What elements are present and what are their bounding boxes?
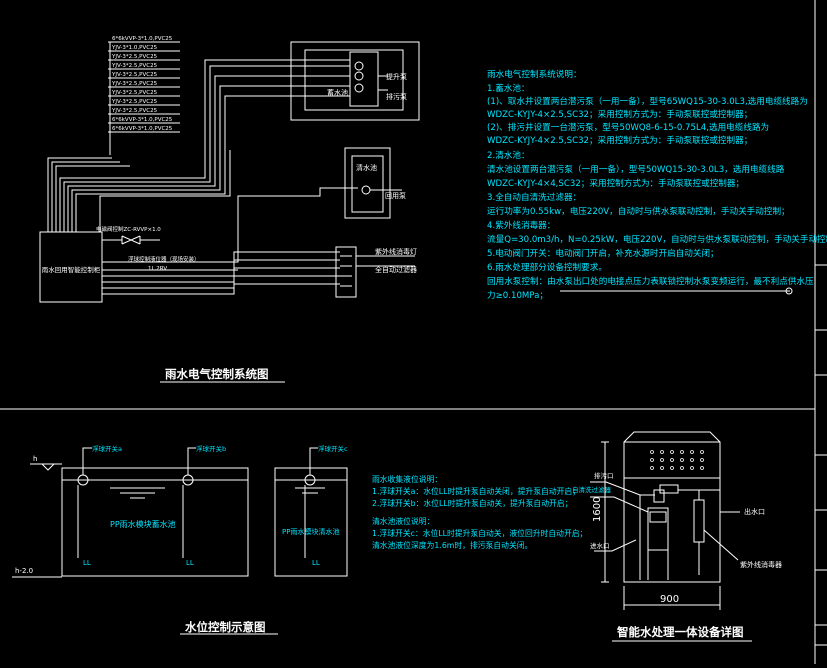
reuse-pump-icon bbox=[361, 185, 371, 195]
pump-symbol-icon bbox=[354, 71, 364, 81]
electrical-control-diagram: 6*6kVVP-3*1.0,PVC25 YJV-3*1.0,PVC25 YJV-… bbox=[39, 36, 420, 383]
equipment-detail: 排污口 自清洗过滤器 进水口 出水口 紫外线消毒器 1600 900 智能水处理… bbox=[572, 431, 782, 642]
filter-unit bbox=[647, 507, 669, 551]
level-top-label: h bbox=[33, 455, 37, 463]
notes-line: (2)、排污井设置一台潜污泵，型号50WQ8-6-15-0.75L4,选用电缆线… bbox=[487, 121, 769, 133]
valve-note: 浮球控制液位器（现场安装） bbox=[128, 255, 200, 263]
notes-line: 回用水泵控制：由水泵出口处的电接点压力表联锁控制水泵变频运行，最不利点供水压 bbox=[487, 275, 814, 287]
cable-label: YJV-3*2.5,PVC25 bbox=[111, 72, 158, 78]
equipment-cabinet bbox=[623, 441, 721, 583]
controller-label: 雨水回用智能控制柜 bbox=[42, 265, 101, 274]
inlet-label: 进水口 bbox=[590, 541, 610, 550]
float-switch-a-label: 浮球开关a bbox=[92, 444, 122, 453]
water-note: 1.浮球开关a：水位LL时提升泵自动关闭，提升泵自动开启； bbox=[372, 486, 580, 496]
water-note: 清水池液位深度为1.6m时，排污泵自动关闭。 bbox=[372, 540, 532, 550]
clear-pool-label: 清水池 bbox=[356, 163, 377, 172]
cable-label: 6*6kVVP-3*1.0,PVC25 bbox=[112, 36, 173, 42]
uv-lamp-label: 紫外线消毒灯 bbox=[375, 247, 417, 256]
water-note: 2.浮球开关b：水位LL时提升泵自动关，提升泵自动开启； bbox=[372, 498, 572, 508]
cable-label: YJV-3*2.5,PVC25 bbox=[111, 63, 158, 69]
vent-holes bbox=[650, 450, 704, 470]
notes-line: 2.清水池： bbox=[487, 149, 530, 161]
notes-line: (1)、取水井设置两台潜污泵（一用一备），型号65WQ15-30-3.0L3,选… bbox=[487, 95, 808, 107]
notes-line: 力≥0.10MPa； bbox=[487, 289, 548, 301]
float-switch-c-label: 浮球开关c bbox=[318, 444, 348, 453]
drain-label: 排污口 bbox=[594, 471, 614, 480]
notes-title: 雨水电气控制系统说明： bbox=[487, 68, 582, 80]
smart-controller-box bbox=[39, 231, 103, 303]
height-dimension: 1600 bbox=[592, 497, 603, 522]
notes-line: WDZC-KYJY-4×2.5,SC32；采用控制方式为：手动泵联控或控制器； bbox=[487, 108, 752, 120]
valve-note-2: 1L.2RV bbox=[148, 266, 167, 272]
water-note: 清水池液位说明： bbox=[372, 516, 434, 526]
clear-module-pool bbox=[274, 467, 348, 577]
water-level-title: 水位控制示意图 bbox=[185, 620, 266, 634]
cable-label: YJV-3*1.0,PVC25 bbox=[111, 45, 158, 51]
pump-symbol-icon bbox=[354, 83, 364, 93]
clear-module-label: PP雨水模块清水池 bbox=[282, 527, 339, 536]
clear-pool-inner bbox=[351, 155, 384, 213]
pump-symbol-icon bbox=[354, 61, 364, 71]
valve-label: 电磁阀控制ZC-RVVP×1.0 bbox=[96, 225, 161, 233]
lift-pump-label: 提升泵 bbox=[386, 72, 407, 81]
electrical-notes: 雨水电气控制系统说明： 1.蓄水池： (1)、取水井设置两台潜污泵（一用一备），… bbox=[487, 68, 827, 301]
notes-line: 5.电动阀门开关：电动阀门开启，补充水源时开启自动关闭； bbox=[487, 247, 719, 259]
cable-label: YJV-3*2.5,PVC25 bbox=[111, 108, 158, 114]
storage-pool-outer bbox=[290, 41, 420, 121]
water-note: 1.浮球开关c：水位LL时提升泵自动关，液位回升时自动开启； bbox=[372, 528, 587, 538]
cable-label: YJV-3*2.5,PVC25 bbox=[111, 54, 158, 60]
uv-disinfector-label: 紫外线消毒器 bbox=[740, 560, 782, 569]
water-level-diagram: h h-2.0 浮球开关a 浮球开关b PP雨水模块蓄水池 LL LL 浮球开关… bbox=[12, 444, 348, 635]
storage-pool-label: 蓄水池 bbox=[327, 88, 348, 97]
terminal-box bbox=[335, 246, 357, 298]
electrical-diagram-title: 雨水电气控制系统图 bbox=[165, 367, 269, 381]
notes-line: 清水池设置两台潜污泵（一用一备），型号50WQ15-30-3.0L3，选用电缆线… bbox=[487, 163, 785, 175]
equipment-title: 智能水处理一体设备详图 bbox=[617, 625, 744, 639]
auto-filter-label: 全自动过滤器 bbox=[375, 265, 417, 274]
storage-pool-inner bbox=[304, 49, 404, 111]
valve-icon bbox=[121, 235, 141, 245]
self-clean-filter-label: 自清洗过滤器 bbox=[572, 485, 612, 494]
uv-unit bbox=[693, 499, 705, 543]
water-note: 雨水收集液位说明： bbox=[372, 474, 442, 484]
storage-module-label: PP雨水模块蓄水池 bbox=[110, 519, 176, 529]
float-switch-b-label: 浮球开关b bbox=[196, 444, 226, 453]
ll-label: LL bbox=[186, 559, 194, 567]
notes-line: 3.全自动自清洗过滤器： bbox=[487, 191, 581, 203]
clear-pool-outer bbox=[344, 147, 391, 219]
notes-line: 运行功率为0.55kw，电压220V，自动时与供水泵联动控制，手动关手动控制； bbox=[487, 205, 790, 217]
outlet-label: 出水口 bbox=[744, 507, 765, 516]
notes-line: 流量Q=30.0m3/h，N=0.25kW，电压220V，自动时与供水泵联动控制… bbox=[487, 233, 827, 245]
notes-line: 1.蓄水池： bbox=[487, 82, 530, 94]
ll-label: LL bbox=[312, 559, 320, 567]
notes-line: WDZC-KYJY-4×2.5,SC32；采用控制方式为：手动泵联控或控制器； bbox=[487, 134, 752, 146]
level-bottom-label: h-2.0 bbox=[15, 567, 33, 575]
cable-label: 6*6kVVP-3*1.0,PVC25 bbox=[112, 117, 173, 123]
notes-line: 4.紫外线消毒器： bbox=[487, 219, 555, 231]
cable-label-list: 6*6kVVP-3*1.0,PVC25 YJV-3*1.0,PVC25 YJV-… bbox=[111, 36, 173, 132]
water-level-notes: 雨水收集液位说明： 1.浮球开关a：水位LL时提升泵自动关闭，提升泵自动开启； … bbox=[372, 474, 587, 550]
storage-module-pool bbox=[61, 467, 249, 577]
notes-line: 6.雨水处理部分设备控制要求。 bbox=[487, 261, 607, 273]
reuse-pump-label: 回用泵 bbox=[385, 192, 406, 200]
cable-label: 6*6kVVP-3*1.0,PVC25 bbox=[112, 126, 173, 132]
sewage-pump-label: 排污泵 bbox=[386, 92, 407, 101]
width-dimension: 900 bbox=[660, 594, 679, 605]
pump-chamber bbox=[349, 51, 379, 107]
ll-label: LL bbox=[83, 559, 91, 567]
notes-line: WDZC-KYJY-4×4,SC32；采用控制方式为：手动泵联控或控制器； bbox=[487, 177, 744, 189]
cable-label: YJV-3*2.5,PVC25 bbox=[111, 99, 158, 105]
cable-label: YJV-3*2.5,PVC25 bbox=[111, 90, 158, 96]
cable-label: YJV-3*2.5,PVC25 bbox=[111, 81, 158, 87]
